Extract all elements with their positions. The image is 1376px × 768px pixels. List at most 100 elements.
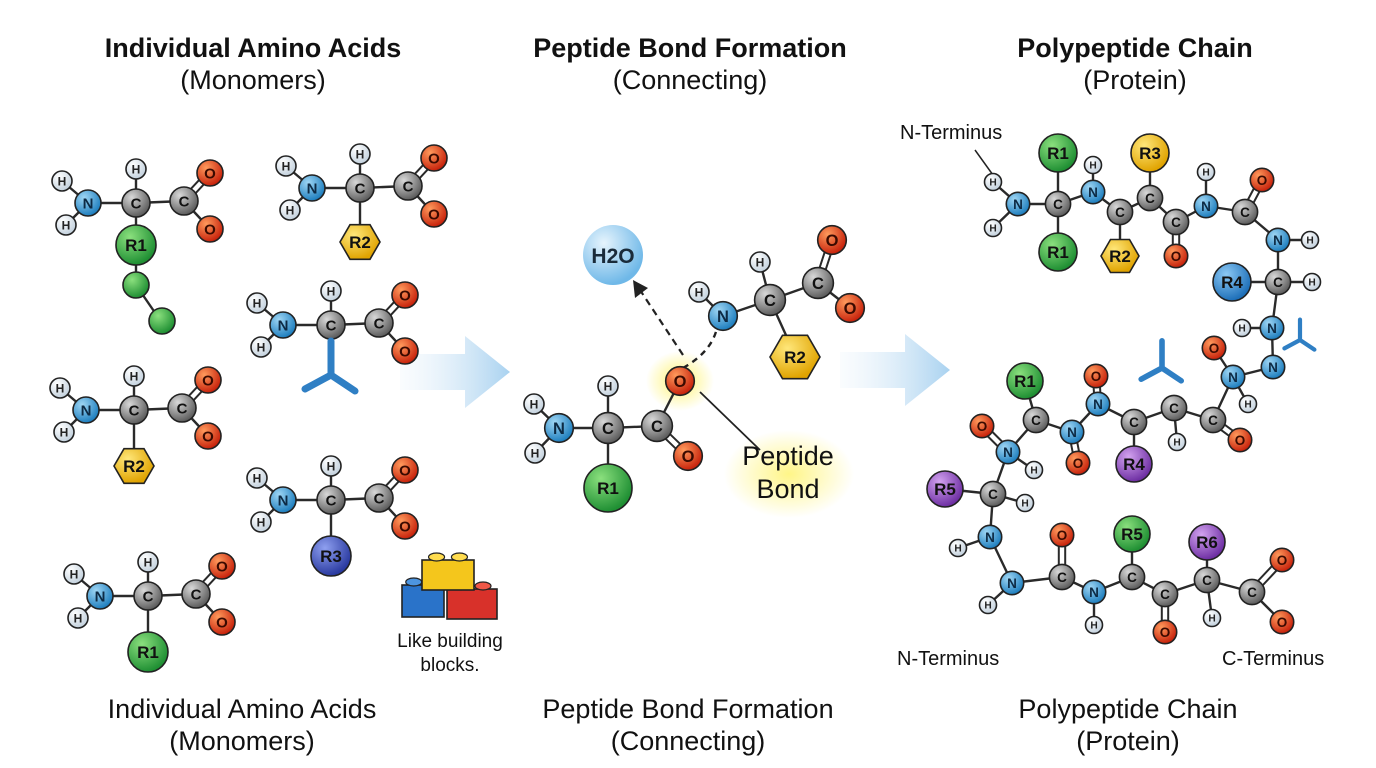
atom-symbol: C [374, 315, 385, 332]
hydrogen-atom: H [1300, 230, 1320, 250]
atom-sphere [640, 409, 674, 443]
r-group-sphere [115, 224, 157, 266]
atom-symbol: H [286, 203, 295, 217]
atom-symbol: C [179, 193, 190, 210]
atom-symbol: O [204, 221, 216, 238]
nitrogen-atom: N [1059, 419, 1085, 445]
atom-symbol: H [60, 425, 69, 439]
atom-symbol: H [1306, 236, 1313, 247]
atom-sphere [119, 395, 149, 425]
atom-sphere [316, 485, 346, 515]
r-group-sphere [1038, 133, 1078, 173]
atom-sphere [250, 511, 272, 533]
r-group-label: R5 [934, 480, 956, 499]
oxygen-atom: O [194, 422, 222, 450]
nitrogen-atom: N [999, 570, 1025, 596]
r-group-label: R2 [349, 233, 371, 252]
oxygen-atom: O [391, 281, 419, 309]
carbon-atom: C [1120, 408, 1148, 436]
r-group-label: R1 [125, 236, 147, 255]
atom-symbol: C [403, 178, 414, 195]
atom-symbol: H [253, 471, 262, 485]
atom-symbol: C [1169, 401, 1179, 416]
hydrogen-atom: H [63, 563, 85, 585]
r-group-sphere [1006, 362, 1044, 400]
r-group-r4: R4 [1115, 445, 1153, 483]
atom-sphere [246, 467, 268, 489]
atom-symbol: N [1067, 425, 1077, 440]
carbon-atom: C [1044, 190, 1072, 218]
oxygen-atom: O [420, 144, 448, 172]
atom-sphere [977, 524, 1003, 550]
peptide-bond-label-line2: Bond [756, 474, 820, 504]
hydrogen-atom: H [53, 421, 75, 443]
atom-sphere [125, 158, 147, 180]
atom-sphere [749, 251, 771, 273]
atom-symbol: C [1053, 197, 1063, 212]
atom-symbol: H [257, 340, 266, 354]
oxygen-atom: O [196, 215, 224, 243]
atom-sphere [194, 366, 222, 394]
side-chain-atom [148, 307, 176, 335]
water-formula: H2O [591, 245, 634, 268]
atom-symbol: C [1127, 570, 1137, 585]
carbon-atom: C [364, 483, 394, 513]
hydrogen-atom: H [1302, 272, 1322, 292]
atom-symbol: O [1091, 369, 1102, 384]
atom-symbol: H [257, 515, 266, 529]
oxygen-atom: O [664, 365, 696, 397]
hydrogen-atom: H [1015, 493, 1035, 513]
r-group-label: R3 [1139, 144, 1161, 163]
atom-symbol: O [1160, 625, 1171, 640]
r-group-hexagon [769, 334, 821, 380]
atom-sphere [275, 155, 297, 177]
hydrogen-atom: H [246, 467, 268, 489]
atom-symbol: H [984, 601, 991, 612]
atom-symbol: H [530, 397, 539, 411]
atom-symbol: H [1208, 614, 1215, 625]
title-text: Individual Amino Acids [104, 33, 402, 63]
brick-stud [427, 552, 446, 562]
oxygen-atom: O [391, 512, 419, 540]
atom-sphere [250, 336, 272, 358]
r-group-label: R1 [1047, 144, 1069, 163]
atom-symbol: H [954, 544, 961, 555]
atom-sphere [1231, 198, 1259, 226]
atom-symbol: H [327, 284, 336, 298]
carbon-atom: C [1199, 406, 1227, 434]
atom-sphere [1232, 318, 1252, 338]
title-text: Peptide Bond Formation [533, 33, 847, 63]
footer-sub-text: (Monomers) [169, 726, 315, 756]
atom-symbol: H [1030, 466, 1037, 477]
atom-sphere [391, 512, 419, 540]
atom-sphere [133, 581, 163, 611]
carbon-atom: C [1136, 184, 1164, 212]
carbon-atom: C [1193, 566, 1221, 594]
atom-sphere [1302, 272, 1322, 292]
atom-symbol: O [204, 165, 216, 182]
atom-sphere [672, 440, 704, 472]
atom-symbol: H [253, 296, 262, 310]
atom-symbol: O [216, 614, 228, 631]
atom-sphere [1269, 547, 1295, 573]
atom-symbol: C [1115, 205, 1125, 220]
atom-symbol: O [674, 373, 687, 391]
r-group-sphere [127, 631, 169, 673]
footer-text: Individual Amino Acids [107, 694, 377, 724]
oxygen-atom: O [969, 413, 995, 439]
hydrogen-atom: H [320, 455, 342, 477]
atom-sphere [86, 582, 114, 610]
atom-symbol: C [1129, 415, 1139, 430]
atom-symbol: C [131, 195, 142, 212]
hydrogen-atom: H [948, 538, 968, 558]
hydrogen-atom: H [49, 377, 71, 399]
atom-sphere [1202, 608, 1222, 628]
atom-sphere [543, 412, 575, 444]
carbon-atom: C [119, 395, 149, 425]
atom-symbol: H [1090, 621, 1097, 632]
nitrogen-atom: N [995, 439, 1021, 465]
carbon-atom: C [591, 411, 625, 445]
atom-symbol: H [1202, 168, 1209, 179]
atom-sphere [1264, 268, 1292, 296]
oxygen-atom: O [391, 456, 419, 484]
